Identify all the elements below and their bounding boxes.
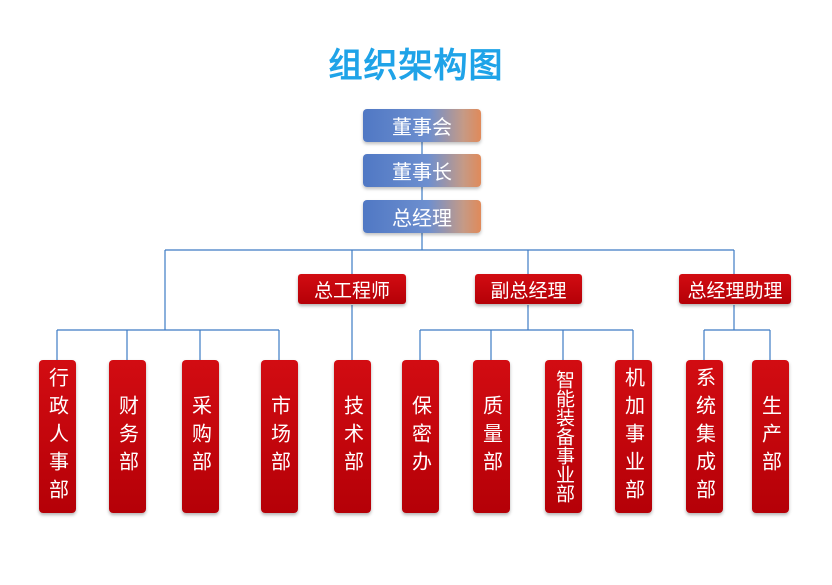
dept-marketing: 市场部 <box>261 360 298 513</box>
node-board: 董事会 <box>363 109 481 142</box>
dept-technology: 技术部 <box>334 360 371 513</box>
dept-procurement: 采购部 <box>182 360 219 513</box>
dept-quality: 质量部 <box>473 360 510 513</box>
dept-production: 生产部 <box>752 360 789 513</box>
node-general-manager: 总经理 <box>363 200 481 233</box>
node-gm-assistant: 总经理助理 <box>679 274 791 304</box>
dept-smart-equipment: 智能装备事业部 <box>545 360 582 513</box>
dept-security-office: 保密办 <box>402 360 439 513</box>
dept-machining: 机加事业部 <box>615 360 652 513</box>
page-title: 组织架构图 <box>328 46 504 86</box>
node-chairman: 董事长 <box>363 154 481 187</box>
dept-system-integration: 系统集成部 <box>686 360 723 513</box>
node-deputy-gm: 副总经理 <box>475 274 582 304</box>
dept-admin-hr: 行政人事部 <box>39 360 76 513</box>
node-chief-engineer: 总工程师 <box>298 274 406 304</box>
dept-finance: 财务部 <box>109 360 146 513</box>
